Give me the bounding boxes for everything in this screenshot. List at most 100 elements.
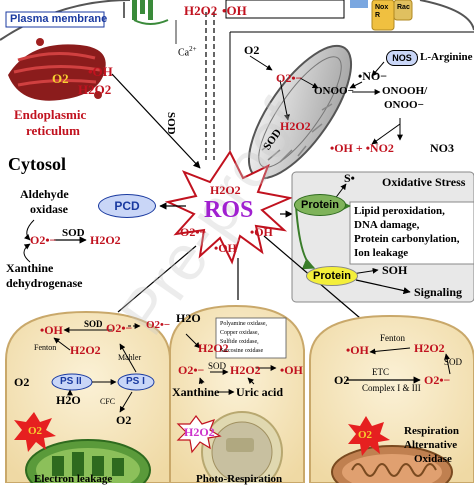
chloroplast-icon — [25, 439, 151, 483]
mito-top-no3: NO3 — [430, 141, 454, 155]
perox-burst-icon — [176, 415, 222, 454]
ps1-label: PS I — [126, 376, 145, 387]
mito-top-o2r: O2•− — [276, 71, 303, 85]
perox-h2o: H2O — [176, 311, 201, 325]
er-to-ros-arrow — [111, 73, 201, 169]
mito-top-no: •NO− — [358, 69, 388, 83]
mito-burst-icon — [348, 416, 390, 456]
signaling-label: Signaling — [414, 285, 463, 299]
oxidase-1: Polyamine oxidase, — [220, 321, 267, 327]
mito-top-onooh: ONOOH/ — [382, 85, 428, 97]
mito-b-label-2: Alternative — [404, 439, 458, 451]
chloro-o2a: O2 — [14, 375, 30, 389]
to-onoo-arrow — [299, 77, 319, 89]
ps1-cfc-arrow — [119, 391, 133, 413]
aldehyde-line2: oxidase — [30, 202, 69, 216]
oxidative-title: Oxidative Stress — [382, 175, 466, 189]
chloro-sod: SOD — [84, 319, 103, 329]
mito-b-fenton: Fenton — [380, 333, 406, 343]
xanthine-dh-line2: dehydrogenase — [6, 276, 83, 290]
uric-h2o2-arrow — [247, 377, 255, 385]
ps1-mahler-arrow — [119, 343, 137, 373]
er-oh: •OH — [88, 64, 113, 79]
mito-b-complex: Complex I & III — [362, 383, 421, 393]
chloro-cfc: CFC — [100, 397, 116, 406]
mito-b-h2o2: H2O2 — [414, 341, 445, 355]
xanthine-dh-arrow — [23, 243, 31, 263]
ros-label: ROS — [204, 197, 254, 223]
perox-uric: Uric acid — [236, 385, 283, 399]
perox-h2o2b: H2O2 — [230, 363, 261, 377]
chloro-burst-icon — [14, 412, 56, 452]
nos-no-arrow — [371, 61, 385, 77]
mito-top-o2: O2 — [244, 43, 260, 57]
xanthine-dh-line1: Xanthine — [6, 261, 54, 275]
chloro-h2o2: H2O2 — [70, 343, 101, 357]
chloro-label: Electron leakage — [34, 473, 113, 485]
ca-label: Ca2+ — [178, 45, 197, 59]
perox-o2r: O2•− — [178, 363, 205, 377]
mito-b-label-3: Oxidase — [414, 453, 452, 465]
mito-fenton-arrow — [369, 347, 411, 355]
effect-3: Protein carbonylation, — [354, 233, 460, 245]
perox-xanthine: Xanthine — [172, 385, 220, 399]
effect-4: Ion leakage — [354, 247, 409, 259]
ps2-label: PS II — [60, 376, 82, 387]
s-radical: S• — [344, 171, 355, 185]
mito-top-h2o2: H2O2 — [280, 119, 311, 133]
ros-h2o2: H2O2 — [210, 183, 241, 197]
chloro-fenton-arrow — [53, 337, 71, 351]
chloro-h2o: H2O — [56, 393, 81, 407]
oxidases-box — [215, 317, 287, 359]
plasma-membrane-box — [5, 11, 105, 28]
perox-h2o-arrow — [185, 333, 201, 349]
mito-sod-arrow2 — [444, 353, 451, 375]
chloro-burst-label: O2 — [28, 425, 43, 437]
soh-label: SOH — [382, 263, 408, 277]
protein-green: Protein — [294, 194, 346, 216]
effect-2: DNA damage, — [354, 219, 420, 231]
plasma-membrane-label: Plasma membrane — [10, 13, 108, 25]
ps1-ellipse — [117, 373, 155, 391]
golgi-er-icon — [8, 38, 106, 101]
perox-h2o2: H2O2 — [198, 341, 229, 355]
perox-o2-link: O2•− — [146, 319, 171, 331]
er-h2o2: H2O2 — [78, 82, 112, 97]
xanthine-o2-arrow — [198, 377, 205, 385]
chloroplast-cell — [5, 310, 171, 483]
nos-badge: NOS — [386, 50, 418, 66]
l-arginine: L-Arginine — [420, 51, 473, 63]
sod-vertical: SOD — [165, 112, 177, 135]
er-label-1: Endoplasmic — [14, 107, 87, 122]
top-h2o2: H2O2 — [184, 3, 218, 18]
mito-top-onoo2: ONOO− — [384, 99, 424, 111]
mito-top-oh-no2: •OH + •NO2 — [330, 141, 394, 155]
er-label-2: reticulum — [26, 123, 80, 138]
mito-b-label-1: Respiration — [404, 425, 459, 437]
chloro-oh: •OH — [40, 323, 63, 337]
chloro-mahler: Mahler — [118, 353, 142, 362]
membrane-channel-icon — [123, 0, 177, 44]
cytosol-label: Cytosol — [8, 154, 66, 174]
rac-label: Rac — [397, 4, 410, 11]
mito-sod-arrow — [279, 79, 290, 121]
signaling-arrow — [355, 279, 411, 295]
effects-box — [349, 201, 474, 265]
chloro-fenton: Fenton — [34, 343, 57, 352]
ros-burst — [164, 150, 294, 265]
top-center-box — [225, 0, 345, 19]
mito-b-burst: O2 — [358, 429, 373, 441]
perox-inner-h2o2: H2O2 — [184, 425, 215, 439]
cyt-sod: SOD — [62, 227, 85, 239]
effect-1: Lipid peroxidation, — [354, 205, 445, 217]
chloro-o2r: O2•− — [106, 321, 133, 335]
mito-b-o2r: O2•− — [424, 373, 451, 387]
ros-oh2: •OH — [214, 241, 237, 255]
oxidase-4: Sarcosine oxidase — [220, 348, 264, 354]
cell-wall-top-right — [419, 0, 474, 31]
nox-label: Nox R — [375, 4, 389, 20]
mito-b-etc: ETC — [372, 367, 389, 377]
perox-label: Photo-Respiration — [196, 473, 283, 485]
ros-o2: O2•− — [180, 225, 207, 239]
